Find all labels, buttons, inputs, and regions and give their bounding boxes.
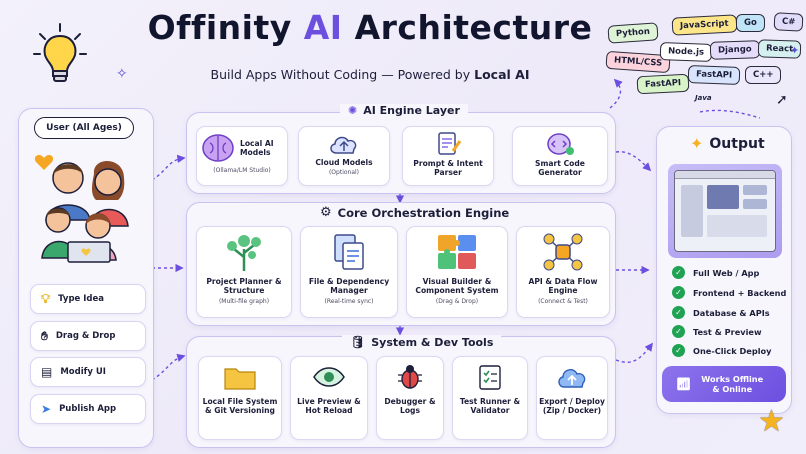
- cursor-icon: ➚: [776, 92, 788, 108]
- card-test-runner[interactable]: Test Runner & Validator: [452, 356, 528, 440]
- wifi-icon: 📶︎: [676, 377, 692, 391]
- action-publish-app[interactable]: ➤ Publish App: [30, 394, 146, 424]
- checklist-icon: [479, 365, 501, 390]
- brain-icon: [202, 134, 234, 162]
- card-file-dependency-manager[interactable]: File & Dependency Manager (Real-time syn…: [300, 226, 398, 318]
- tree-icon: [227, 235, 261, 271]
- eye-icon: [313, 367, 345, 387]
- page-title: Offinity AI Architecture: [147, 8, 593, 47]
- hand-drag-icon: ✋︎: [41, 328, 48, 343]
- tech-tag: Java: [695, 94, 712, 102]
- output-title: ✦ Output: [690, 134, 765, 153]
- sparkle-icon: ✦: [790, 44, 800, 57]
- tech-tag: Python: [607, 22, 659, 44]
- folder-icon: [224, 368, 256, 390]
- tech-tag: C++: [745, 66, 782, 84]
- lightbulb-icon: [30, 22, 90, 88]
- cloud-deploy-icon: [558, 369, 586, 388]
- check-icon: ✓: [672, 344, 685, 357]
- tech-tag: JavaScript: [671, 14, 738, 36]
- edit-ui-icon: ▤: [41, 365, 53, 379]
- cloud-upload-icon: [330, 136, 357, 154]
- page-subtitle: Build Apps Without Coding — Powered by L…: [210, 67, 530, 82]
- output-item: ✓Test & Preview: [672, 325, 762, 338]
- card-api-data-flow[interactable]: API & Data Flow Engine (Connect & Test): [516, 226, 610, 318]
- check-icon: ✓: [672, 266, 685, 279]
- star-icon: ★: [758, 404, 785, 439]
- output-item: ✓Frontend + Backend: [672, 286, 786, 299]
- sparkle-icon: ✧: [116, 66, 128, 82]
- family-illustration: [32, 150, 142, 268]
- check-icon: ✓: [672, 306, 685, 319]
- database-icon: 🛢︎: [350, 335, 366, 349]
- bug-icon: [398, 365, 422, 389]
- tech-tag: FastAPI: [687, 65, 741, 85]
- tech-tag: Go: [736, 14, 765, 32]
- ai-engine-title: ✺ AI Engine Layer: [340, 104, 468, 117]
- tools-title: 🛢︎ System & Dev Tools: [342, 335, 502, 349]
- action-type-idea[interactable]: 💡︎ Type Idea: [30, 284, 146, 314]
- action-drag-drop[interactable]: ✋︎ Drag & Drop: [30, 321, 146, 351]
- tech-tag: FastAPI: [636, 73, 690, 95]
- tech-tag: Django: [709, 40, 760, 60]
- code-brain-icon: [547, 133, 574, 155]
- check-icon: ✓: [672, 286, 685, 299]
- card-cloud-models[interactable]: Cloud Models (Optional): [298, 126, 390, 186]
- document-pen-icon: [438, 132, 462, 155]
- check-icon: ✓: [672, 325, 685, 338]
- orchestration-title: ⚙ Core Orchestration Engine: [312, 205, 518, 220]
- action-modify-ui[interactable]: ▤ Modify UI: [30, 357, 146, 387]
- tech-tag: C#: [773, 12, 804, 32]
- tech-tag: Node.js: [659, 42, 713, 62]
- card-prompt-intent-parser[interactable]: Prompt & Intent Parser: [402, 126, 494, 186]
- paper-plane-icon: ➤: [41, 402, 52, 416]
- card-live-preview[interactable]: Live Preview & Hot Reload: [290, 356, 368, 440]
- card-export-deploy[interactable]: Export / Deploy (Zip / Docker): [536, 356, 608, 440]
- card-debugger[interactable]: Debugger & Logs: [376, 356, 444, 440]
- subtitle-highlight: Local AI: [474, 67, 530, 82]
- brain-icon: ✺: [348, 104, 358, 117]
- card-local-file-system[interactable]: Local File System & Git Versioning: [198, 356, 282, 440]
- gear-icon: ⚙: [320, 205, 332, 220]
- output-item: ✓Full Web / App: [672, 266, 759, 279]
- output-item: ✓One-Click Deploy: [672, 344, 772, 357]
- lightbulb-icon: 💡︎: [41, 291, 51, 307]
- card-project-planner[interactable]: Project Planner & Structure (Multi-file …: [196, 226, 292, 318]
- puzzle-icon: [438, 235, 476, 269]
- user-panel-title: User (All Ages): [34, 117, 134, 139]
- files-icon: [334, 234, 364, 270]
- offline-online-badge: 📶︎ Works Offline & Online: [662, 366, 786, 402]
- output-item: ✓Database & APIs: [672, 306, 770, 319]
- card-local-ai-models[interactable]: Local AI Models (Ollama/LM Studio): [196, 126, 288, 186]
- card-visual-builder[interactable]: Visual Builder & Component System (Drag …: [406, 226, 508, 318]
- network-icon: [543, 233, 583, 271]
- title-ai-highlight: AI: [303, 8, 343, 47]
- sparkle-icon: ✦: [690, 134, 704, 153]
- card-smart-code-generator[interactable]: Smart Code Generator: [512, 126, 608, 186]
- app-preview-illustration: [668, 164, 782, 258]
